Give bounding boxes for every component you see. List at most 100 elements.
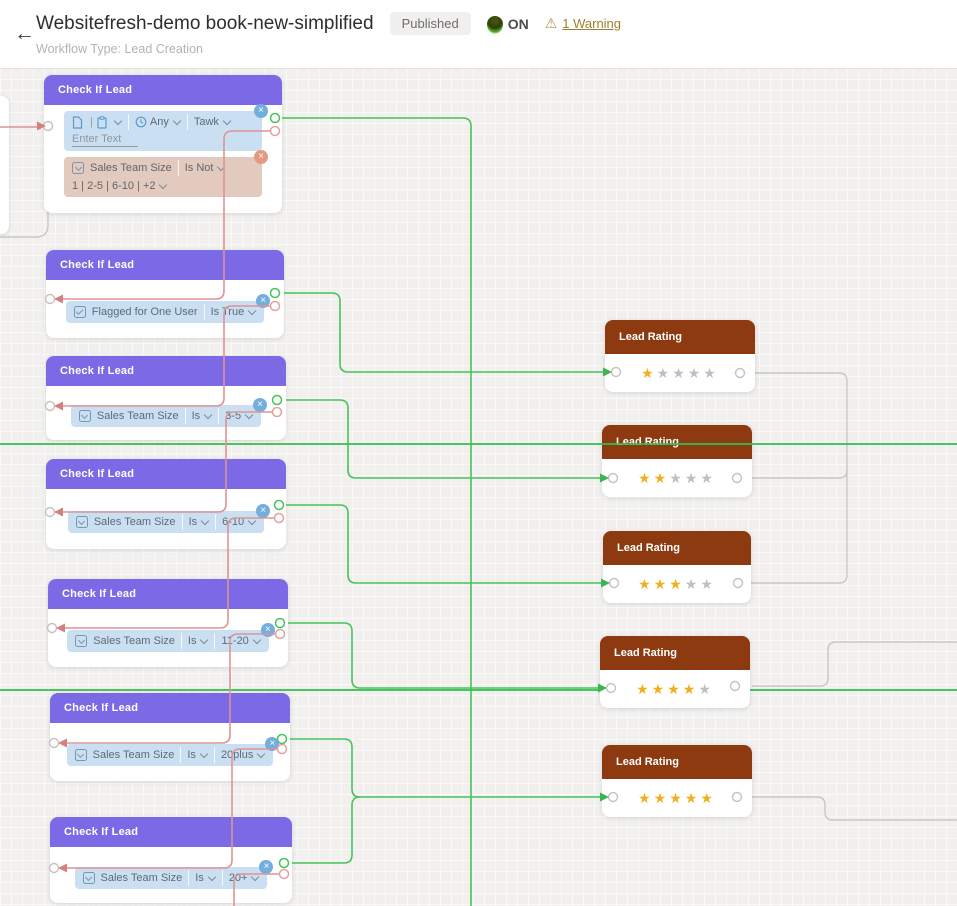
operator[interactable]: Is (187, 635, 197, 647)
criteria-values[interactable]: 1 | 2-5 | 6-10 | +2 (72, 180, 156, 192)
criteria-filter-chip[interactable]: Sales Team Size Is 6-10 × (67, 504, 271, 533)
field-name[interactable]: Sales Team Size (100, 872, 183, 884)
node-header[interactable]: Lead Rating (602, 425, 752, 459)
lead-rating-node-3[interactable]: Lead Rating ★★★★★ (603, 531, 751, 603)
criteria-values[interactable]: 20plus (220, 749, 254, 761)
chevron-down-icon[interactable] (251, 872, 260, 882)
on-off-toggle[interactable]: ON (486, 15, 529, 32)
criteria-values[interactable]: 20+ (228, 872, 248, 884)
time-filter-value[interactable]: Any (149, 116, 169, 128)
remove-chip-icon[interactable]: × (259, 860, 274, 874)
node-header[interactable]: Lead Rating (605, 320, 755, 354)
check-if-lead-node-4[interactable]: Check If Lead Sales Team Size Is 6-10 × (46, 459, 286, 549)
criteria-filter-chip[interactable]: Sales Team Size Is Not 1 | 2-5 | 6-10 | … (64, 150, 268, 197)
star-rating[interactable]: ★★★★★ (636, 681, 714, 697)
field-name[interactable]: Flagged for One User (91, 306, 198, 318)
warning-icon: ⚠ (544, 15, 558, 31)
check-if-lead-node-7[interactable]: Check If Lead Sales Team Size Is 20+ × (50, 817, 292, 903)
toggle-knob-icon (486, 15, 503, 32)
criteria-values[interactable]: 11-20 (221, 635, 249, 647)
field-name[interactable]: Sales Team Size (92, 749, 175, 761)
criteria-values[interactable]: 3-5 (225, 410, 242, 422)
chip-divider (214, 633, 216, 649)
remove-chip-icon[interactable]: × (256, 294, 271, 308)
chevron-down-icon[interactable] (257, 749, 266, 759)
remove-chip-icon[interactable]: × (256, 504, 271, 518)
remove-chip-icon[interactable]: × (260, 623, 275, 637)
source-value[interactable]: Tawk (193, 116, 219, 128)
remove-chip-icon[interactable]: × (265, 737, 280, 751)
document-icon (72, 115, 83, 129)
chevron-down-icon[interactable] (203, 410, 213, 420)
remove-chip-icon[interactable]: × (254, 150, 268, 164)
chevron-down-icon[interactable] (172, 116, 182, 126)
criteria-filter-chip[interactable]: Sales Team Size Is 20plus × (66, 737, 280, 766)
chevron-down-icon[interactable] (247, 306, 257, 316)
chip-divider (127, 114, 129, 130)
node-header[interactable]: Check If Lead (48, 579, 288, 609)
field-name[interactable]: Sales Team Size (90, 162, 172, 174)
remove-chip-icon[interactable]: × (254, 104, 268, 118)
source-filter-chip[interactable]: | Any Tawk Enter Text (64, 104, 268, 151)
back-button[interactable]: ← (8, 22, 41, 45)
chevron-down-icon[interactable] (113, 116, 123, 126)
chevron-down-icon[interactable] (159, 180, 168, 190)
chip-divider (203, 304, 205, 320)
chevron-down-icon[interactable] (207, 872, 217, 882)
chevron-down-icon[interactable] (199, 749, 209, 759)
check-if-lead-node-2[interactable]: Check If Lead Flagged for One User Is Tr… (46, 250, 284, 338)
lead-rating-node-4[interactable]: Lead Rating ★★★★★ (600, 636, 750, 708)
check-if-lead-node-3[interactable]: Check If Lead Sales Team Size Is 3-5 × (46, 356, 286, 440)
chevron-down-icon[interactable] (222, 116, 232, 126)
star-rating[interactable]: ★★★★★ (638, 470, 716, 486)
operator[interactable]: Is (191, 410, 201, 422)
node-header[interactable]: Check If Lead (50, 693, 290, 723)
lead-rating-node-2[interactable]: Lead Rating ★★★★★ (602, 425, 752, 497)
star-rating[interactable]: ★★★★★ (641, 365, 719, 381)
star-rating[interactable]: ★★★★★ (638, 790, 716, 806)
chevron-down-icon[interactable] (244, 410, 254, 420)
operator[interactable]: Is (187, 749, 196, 761)
criteria-filter-chip[interactable]: Sales Team Size Is 11-20 × (67, 623, 275, 652)
node-header[interactable]: Check If Lead (46, 459, 286, 489)
lead-rating-node-5[interactable]: Lead Rating ★★★★★ (602, 745, 752, 817)
chevron-down-icon[interactable] (252, 635, 262, 645)
chip-divider (218, 408, 220, 424)
check-if-lead-node-6[interactable]: Check If Lead Sales Team Size Is 20plus … (50, 693, 290, 781)
field-name[interactable]: Sales Team Size (93, 635, 175, 647)
criteria-values[interactable]: 6-10 (222, 516, 245, 528)
operator[interactable]: Is True (210, 306, 245, 318)
node-header[interactable]: Check If Lead (50, 817, 292, 847)
criteria-filter-chip[interactable]: Sales Team Size Is 20+ × (74, 860, 274, 889)
chip-divider (180, 633, 182, 649)
node-header[interactable]: Lead Rating (602, 745, 752, 779)
text-input[interactable]: Enter Text (72, 133, 138, 147)
operator[interactable]: Is Not (184, 162, 214, 174)
chip-divider: | (90, 116, 93, 128)
criteria-filter-chip[interactable]: Sales Team Size Is 3-5 × (70, 398, 268, 427)
node-header[interactable]: Lead Rating (603, 531, 751, 565)
remove-chip-icon[interactable]: × (253, 398, 268, 412)
chevron-down-icon[interactable] (200, 516, 210, 526)
chevron-down-icon[interactable] (247, 516, 257, 526)
node-header[interactable]: Check If Lead (46, 356, 286, 386)
node-header[interactable]: Check If Lead (44, 75, 282, 105)
node-header[interactable]: Lead Rating (600, 636, 750, 670)
check-if-lead-node-5[interactable]: Check If Lead Sales Team Size Is 11-20 × (48, 579, 288, 667)
warning-link[interactable]: ⚠ 1 Warning (545, 15, 621, 32)
criteria-filter-chip[interactable]: Flagged for One User Is True × (65, 294, 271, 323)
dropdown-field-icon (72, 162, 84, 174)
star-rating[interactable]: ★★★★★ (638, 576, 716, 592)
operator[interactable]: Is (195, 872, 204, 884)
field-name[interactable]: Sales Team Size (93, 516, 176, 528)
dropdown-field-icon (82, 872, 95, 884)
chevron-down-icon[interactable] (217, 162, 226, 172)
node-header[interactable]: Check If Lead (46, 250, 284, 280)
chip-divider (188, 870, 190, 886)
operator[interactable]: Is (188, 516, 198, 528)
check-if-lead-node-1[interactable]: Check If Lead | Any (44, 75, 282, 213)
lead-rating-node-1[interactable]: Lead Rating ★★★★★ (605, 320, 755, 392)
dropdown-field-icon (75, 516, 88, 528)
field-name[interactable]: Sales Team Size (96, 410, 179, 422)
chevron-down-icon[interactable] (200, 635, 209, 645)
